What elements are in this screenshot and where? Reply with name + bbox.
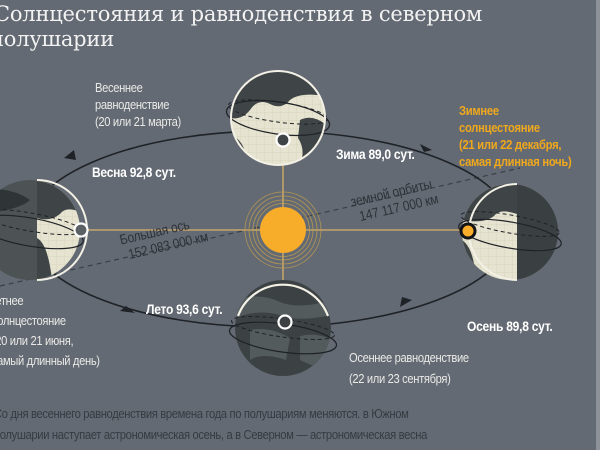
label-line: (20 или 21 марта) [95, 114, 181, 129]
observer-marker [73, 222, 89, 238]
observer-marker [277, 314, 293, 330]
major-axis-line [0, 167, 521, 287]
season-summer-duration: Лето 93,6 сут. [146, 301, 223, 317]
label-line: (22 или 23 сентября) [349, 371, 451, 386]
globe-summer-solstice [0, 179, 89, 281]
title-line-2: полушарии [0, 27, 115, 51]
season-spring-duration: Весна 92,8 сут. [92, 164, 176, 180]
observer-marker [459, 222, 477, 240]
label-line: (21 или 22 декабря, [459, 137, 562, 152]
arrow-icon [420, 144, 432, 152]
label-line: Летнее [0, 293, 24, 308]
sun-icon [244, 191, 322, 269]
title-line-1: Солнцестояния и равноденствия в северном [0, 2, 483, 26]
observer-marker [275, 132, 291, 148]
right-edge-strip [596, 0, 600, 450]
label-line: самый длинный день) [0, 353, 100, 368]
label-line: Весеннее [95, 80, 143, 95]
globe-autumn-equinox [228, 280, 338, 376]
footnote-line: полушарии наступает астрономическая осен… [0, 428, 428, 442]
orbit-arrows [64, 144, 432, 313]
summer-solstice-label: Летнее солнцестояние (20 или 21 июня, са… [0, 291, 100, 371]
season-autumn-duration: Осень 89,8 сут. [467, 318, 553, 334]
label-line: (20 или 21 июня, [0, 333, 74, 348]
label-line: равноденствие [95, 97, 170, 112]
arrow-icon [64, 150, 76, 160]
arrow-icon [400, 297, 412, 307]
label-line: солнцестояние [0, 313, 66, 328]
label-line: солнцестояние [459, 120, 540, 135]
season-winter-duration: Зима 89,0 сут. [336, 146, 415, 162]
footnote-line: Со дня весеннего равноденствия времена г… [0, 407, 409, 421]
label-line: Осеннее равноденствие [349, 350, 469, 365]
page-title: Солнцестояния и равноденствия в северном… [0, 2, 482, 52]
label-line: Зимнее [459, 103, 499, 118]
winter-solstice-label: Зимнее солнцестояние (21 или 22 декабря,… [459, 102, 572, 170]
arrow-icon [120, 306, 135, 313]
autumn-equinox-label: Осеннее равноденствие (22 или 23 сентябр… [349, 347, 469, 389]
globe-winter-solstice [458, 183, 562, 281]
footnote: Со дня весеннего равноденствия времена г… [0, 404, 427, 446]
label-line: самая длинная ночь) [459, 154, 572, 169]
spring-equinox-label: Весеннее равноденствие (20 или 21 марта) [95, 79, 181, 130]
globe-spring-equinox [225, 70, 331, 166]
